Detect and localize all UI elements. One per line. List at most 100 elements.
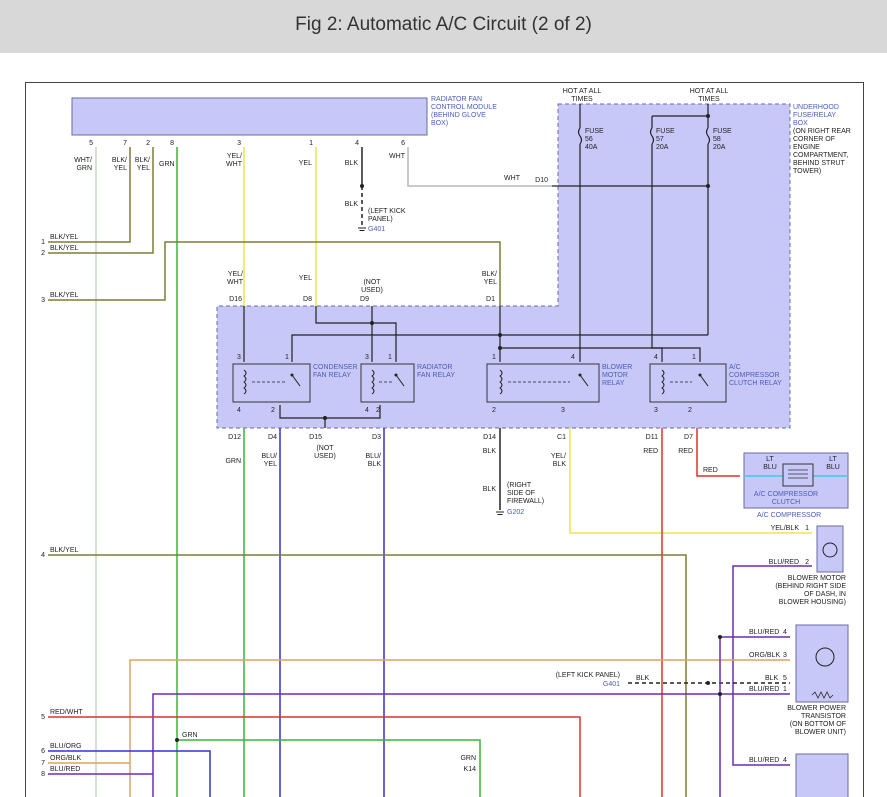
transistor-symbol [815,647,835,667]
wire-blu-red-1 [152,693,790,797]
text-line: COMPRESSOR [729,372,780,379]
wire-blu-red-motor [732,565,812,766]
top-pin-7: 7 [123,140,127,147]
blu-red-bottom-label: BLU/RED [749,757,779,764]
transistor-color-4: BLU/RED [749,686,779,693]
motor-pin-1: 1 [805,525,809,532]
radiator-fan-control-module [71,97,428,136]
transistor-pin-4: 4 [783,629,787,636]
conn-d1: D1 [486,296,495,303]
left-color-1: BLK/YEL [50,234,79,241]
top-pin-1: 1 [309,140,313,147]
text-line: TRANSISTOR [801,713,846,720]
ac-compressor-label: A/C COMPRESSOR [757,512,821,519]
text-line: 57 [656,136,664,143]
conn-d8: D8 [303,296,312,303]
figure-title: Fig 2: Automatic A/C Circuit (2 of 2) [295,14,592,35]
top-color-wht-grn: WHT/GRN [74,157,92,172]
left-num-3: 3 [41,297,45,304]
text-line: CONDENSER [313,364,358,371]
left-num-6: 6 [41,748,45,755]
top-pin-8: 8 [170,140,174,147]
ground-g401-top-symbol [358,227,366,231]
bottom-component-box [795,753,849,797]
left-num-2: 2 [41,250,45,257]
text-line: FUSE/RELAY [793,112,836,119]
text-line: YEL [299,275,312,282]
g401-bottom-id: G401 [603,681,620,688]
relay-pin-ac-2: 2 [688,407,692,414]
wire-blk-yel-3 [48,241,501,306]
text-line: LT [766,456,774,463]
blk-g202-label: BLK [483,486,497,493]
conn-d16: D16 [229,296,242,303]
text-line: BLOWER [602,364,632,371]
wire-yel-blk-c1 [569,428,812,534]
text-line: GRN [76,165,92,172]
text-line: BLOWER UNIT) [795,729,846,736]
relay-pin-ac-4: 4 [654,354,658,361]
top-color-grn: GRN [159,161,175,168]
wire-blk-yel-2 [48,147,154,254]
splice-blu-red [718,635,722,639]
conn-d15: D15 [309,434,322,441]
text-line: RELAY [602,380,625,387]
text-line: 20A [713,144,726,151]
text-line: CLUTCH [772,499,800,506]
ground-g202-symbol [496,511,504,515]
text-line: FUSE [656,128,675,135]
conn-d12: D12 [228,434,241,441]
text-line: BLOWER HOUSING) [779,599,846,606]
text-line: 40A [585,144,598,151]
top-pin-4: 4 [355,140,359,147]
text-line: 20A [656,144,669,151]
relay-pin-ac-3: 3 [654,407,658,414]
text-line: YEL/ [227,153,242,160]
text-line: BLU [763,464,777,471]
text-line: WHT/ [74,157,92,164]
wire-internal-6 [500,347,701,362]
red-clutch-label: RED [703,467,718,474]
blower-motor-relay [486,363,600,403]
blu-red-motor-label: BLU/RED [769,559,799,566]
wire-wht-d10 [407,147,552,187]
left-num-8: 8 [41,771,45,778]
blk-g401-bottom-label: BLK [636,675,650,682]
conn-d7: D7 [684,434,693,441]
left-num-1: 1 [41,239,45,246]
text-line: FUSE [713,128,732,135]
text-line: HOT AT ALL [690,88,729,95]
wire-red-d7 [696,428,740,477]
ac-compressor-clutch-coil [782,463,814,487]
top-color-blk-yel-1: BLK/YEL [112,157,127,172]
top-color-wht: WHT [389,153,406,160]
splice-internal-3 [498,333,502,337]
splice-grn [175,738,179,742]
left-color-8: BLU/RED [50,766,80,773]
text-line: OF DASH, IN [804,591,846,598]
text-line: CONTROL MODULE [431,104,497,111]
text-line: CLUTCH RELAY [729,380,782,387]
splice-blu-red-2 [718,692,722,696]
text-line: (BEHIND GLOVE [431,112,486,119]
wire-internal-7 [279,405,381,419]
conn-d4: D4 [268,434,277,441]
text-line: 58 [713,136,721,143]
text-line: (RIGHT [507,482,532,489]
top-pin-3: 3 [237,140,241,147]
text-line: 56 [585,136,593,143]
text-line: A/C [729,364,741,371]
text-line: FIREWALL) [507,498,544,505]
wire-red-wht-5 [48,716,581,797]
motor-symbol [822,542,838,558]
transistor-pin-1: 1 [783,686,787,693]
